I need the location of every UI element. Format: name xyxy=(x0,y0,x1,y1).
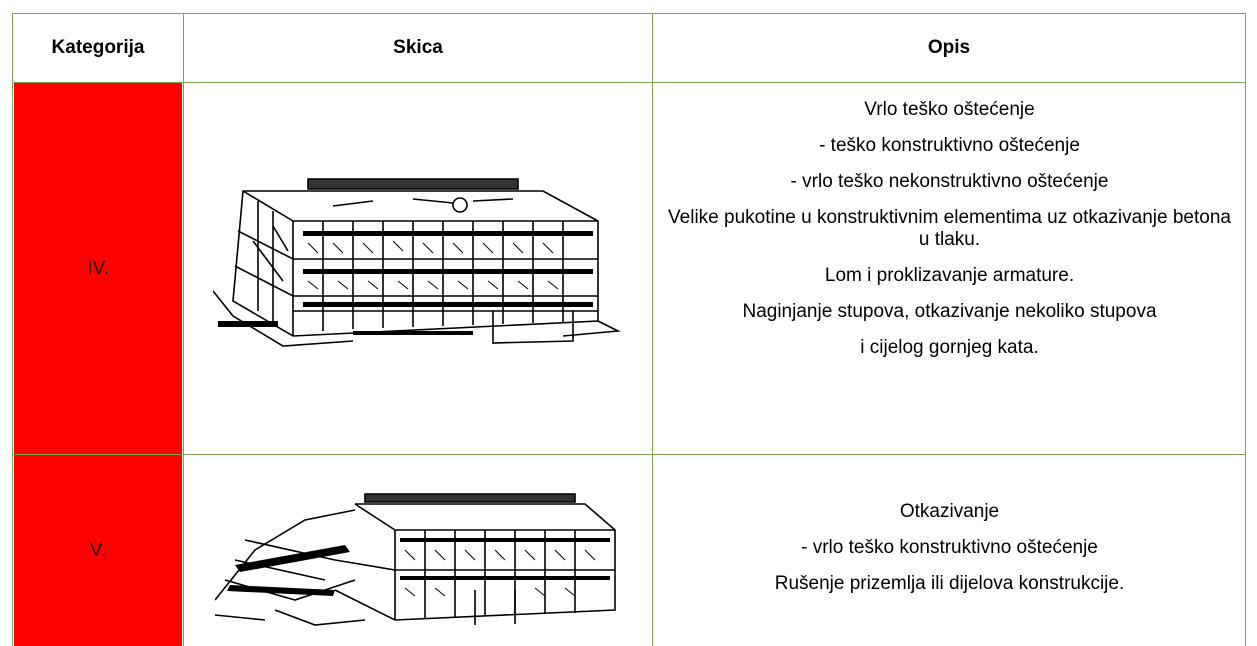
description-cell-iv: Vrlo teško oštećenje - teško konstruktiv… xyxy=(653,99,1246,359)
description-line: Naginjanje stupova, otkazivanje nekoliko… xyxy=(742,301,1157,322)
description-line: Vrlo teško oštećenje xyxy=(864,99,1035,120)
description-cell-v: Otkazivanje - vrlo teško konstruktivno o… xyxy=(653,501,1246,595)
table-border-top xyxy=(12,13,1246,14)
damaged-building-sketch-icon xyxy=(213,178,621,347)
collapsed-building-sketch-icon xyxy=(215,493,616,626)
header-description: Opis xyxy=(927,37,971,58)
description-line: - teško konstruktivno oštećenje xyxy=(819,135,1080,156)
category-cell-v: V. xyxy=(14,455,182,646)
category-cell-iv: IV. xyxy=(14,83,182,454)
category-label: V. xyxy=(89,539,107,561)
damage-category-table: Kategorija Skica Opis IV. xyxy=(12,13,1257,646)
description-line: Lom i proklizavanje armature. xyxy=(824,265,1075,286)
description-line: Otkazivanje xyxy=(899,501,1000,522)
description-line: - vrlo teško nekonstruktivno oštećenje xyxy=(790,171,1109,192)
category-label: IV. xyxy=(87,257,109,279)
table-border-left xyxy=(12,13,13,646)
header-divider xyxy=(12,82,1246,83)
description-line: Velike pukotine u konstruktivnim element… xyxy=(668,207,1231,250)
table-border-right xyxy=(1245,13,1246,646)
column-divider-1 xyxy=(183,13,184,646)
column-divider-2 xyxy=(652,13,653,646)
description-line: i cijelog gornjeg kata. xyxy=(860,337,1039,358)
description-line: Rušenje prizemlja ili dijelova konstrukc… xyxy=(774,573,1125,594)
header-category: Kategorija xyxy=(51,37,145,58)
header-sketch: Skica xyxy=(393,37,443,58)
row-divider xyxy=(12,454,1246,455)
description-line: - vrlo teško konstruktivno oštećenje xyxy=(801,537,1098,558)
